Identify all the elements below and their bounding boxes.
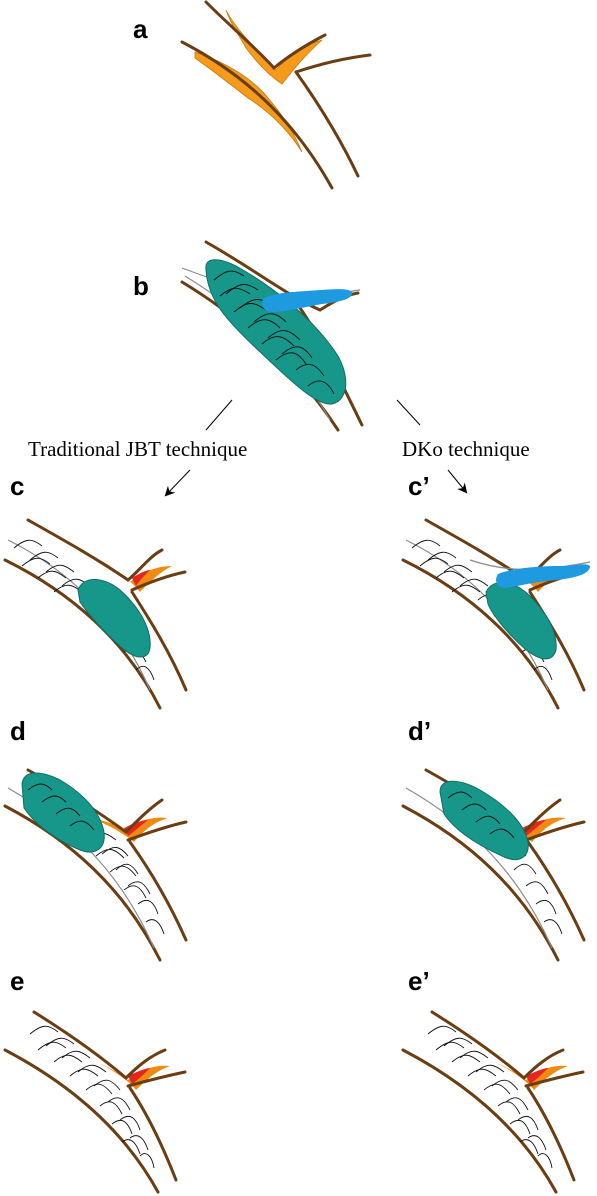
side-branch-wall <box>524 820 586 842</box>
vessel-wall-lower <box>3 804 162 962</box>
panel-label-d: d <box>10 716 26 746</box>
panel-label-c-prime: c’ <box>408 471 430 501</box>
panel-label-e-prime: e’ <box>408 966 430 996</box>
main-stent-struts <box>29 1025 155 1169</box>
panel-label-c: c <box>10 471 24 501</box>
main-stent-struts <box>427 1025 553 1169</box>
panel-label-a: a <box>133 14 148 44</box>
panel-a-bifurcation-plaque <box>180 0 372 190</box>
vessel-wall-upper <box>204 0 327 71</box>
plaque-thrombus <box>498 560 570 592</box>
main-stent-struts <box>213 270 335 395</box>
vessel-wall-lower <box>401 804 560 962</box>
main-vessel-wall-right <box>528 590 586 692</box>
thrombus-core <box>128 1068 150 1084</box>
thrombus-core <box>132 570 150 586</box>
branch-line-left <box>205 399 233 431</box>
vessel-wall-lower <box>180 40 334 190</box>
plaque-thrombus <box>494 1062 568 1090</box>
panel-e-prime-dko-final <box>401 1010 585 1194</box>
side-branch-wall <box>130 570 187 592</box>
main-vessel-wall-right <box>130 590 188 692</box>
panel-label-e: e <box>10 966 24 996</box>
panel-c-prime-dko-step1 <box>401 518 591 710</box>
side-branch-wall-lower <box>294 53 372 74</box>
thrombus-core <box>526 1068 548 1084</box>
vessel-wall-upper <box>32 1010 167 1081</box>
side-branch-wall <box>126 820 188 842</box>
main-wire <box>405 787 553 949</box>
main-wire <box>405 539 549 691</box>
main-vessel-wall-right <box>128 1086 178 1182</box>
panel-label-b: b <box>133 271 149 301</box>
proximal-struts-over-balloon <box>447 791 515 839</box>
vessel-wall-lower <box>401 558 560 710</box>
arrow-to-c <box>164 469 191 497</box>
panel-b-stents-balloons <box>180 240 364 432</box>
vessel-wall-lower <box>401 1048 558 1194</box>
panel-c-jbt-step1 <box>3 518 188 710</box>
main-vessel-wall-right <box>526 840 586 942</box>
main-balloon <box>205 259 347 405</box>
technique-label-dko: DKo technique <box>402 437 530 461</box>
plaque-main-wall <box>194 51 303 153</box>
thrombus-core <box>522 820 546 836</box>
main-vessel-wall-right <box>526 1086 576 1182</box>
side-balloon <box>496 564 590 588</box>
technique-label-jbt: Traditional JBT technique <box>28 437 247 461</box>
panel-d-jbt-step2 <box>3 768 188 962</box>
main-vessel-wall-right <box>294 70 360 178</box>
panel-label-d-prime: d’ <box>408 716 431 746</box>
side-branch-wall <box>126 1070 187 1088</box>
main-vessel-wall-right <box>128 840 188 942</box>
plaque-thrombus <box>96 1062 170 1090</box>
main-balloon-distal <box>485 582 557 660</box>
main-balloon-proximal <box>21 772 105 853</box>
proximal-struts-over-balloon <box>27 783 95 831</box>
panel-e-jbt-final <box>3 1010 187 1194</box>
vessel-wall-upper <box>430 1010 565 1081</box>
main-balloon-proximal <box>439 780 529 860</box>
arrow-to-c-prime <box>447 469 468 494</box>
side-balloon <box>262 289 353 312</box>
thrombus-core <box>124 820 148 836</box>
side-branch-wall <box>524 1070 585 1088</box>
vessel-wall-lower <box>3 1048 160 1194</box>
panel-d-prime-dko-step2 <box>401 768 586 962</box>
branch-line-right <box>396 399 421 426</box>
vessel-wall-upper <box>26 518 164 582</box>
main-balloon-distal <box>77 579 151 658</box>
